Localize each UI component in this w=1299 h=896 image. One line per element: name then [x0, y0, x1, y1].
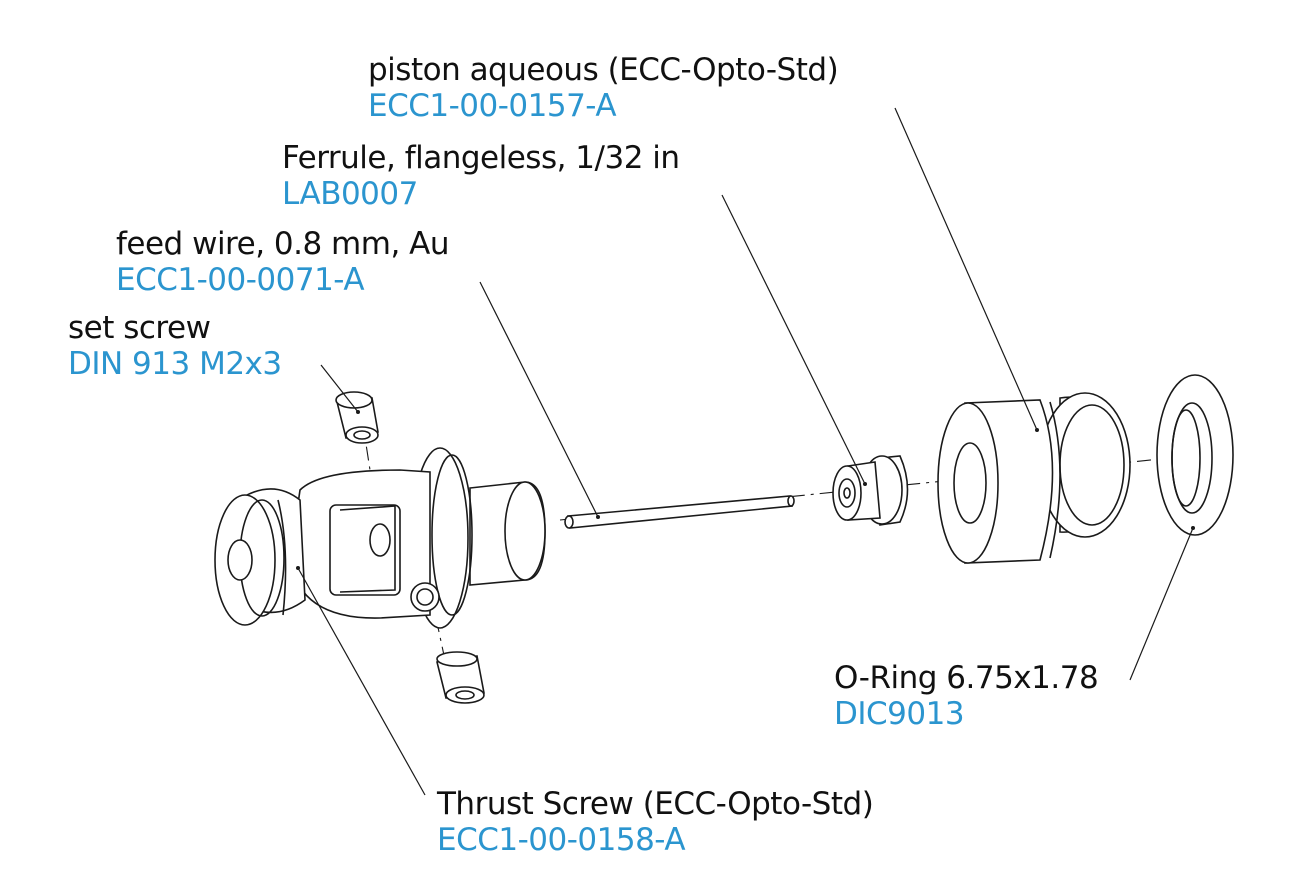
leader-lines [296, 107, 1195, 796]
o-ring-part [1156, 374, 1234, 536]
piston-part [937, 392, 1131, 564]
feed-wire-part [564, 495, 795, 529]
ferrule-part [832, 455, 909, 526]
set-screw-upper [335, 391, 379, 444]
callout-ferrule-name: Ferrule, flangeless, 1/32 in [282, 140, 680, 176]
callout-thrust-screw-part-number: ECC1-00-0158-A [437, 822, 686, 858]
callout-thrust-screw-name: Thrust Screw (ECC-Opto-Std) [437, 786, 874, 822]
callout-piston: piston aqueous (ECC-Opto-Std) ECC1-00-01… [368, 52, 839, 124]
set-screw-lower [436, 651, 485, 704]
callout-thrust-screw: Thrust Screw (ECC-Opto-Std) ECC1-00-0158… [437, 786, 874, 858]
callout-o-ring-part-number: DIC9013 [834, 696, 965, 732]
callout-feed-wire-part-number: ECC1-00-0071-A [116, 262, 365, 298]
callout-set-screw: set screw DIN 913 M2x3 [68, 310, 282, 382]
thrust-screw-part [214, 447, 546, 629]
callout-feed-wire-name: feed wire, 0.8 mm, Au [116, 226, 450, 262]
callout-feed-wire: feed wire, 0.8 mm, Au ECC1-00-0071-A [116, 226, 450, 298]
callout-piston-part-number: ECC1-00-0157-A [368, 88, 617, 124]
callout-set-screw-name: set screw [68, 310, 211, 346]
callout-ferrule-part-number: LAB0007 [282, 176, 418, 212]
callout-ferrule: Ferrule, flangeless, 1/32 in LAB0007 [282, 140, 680, 212]
callout-o-ring-name: O-Ring 6.75x1.78 [834, 660, 1099, 696]
callout-piston-name: piston aqueous (ECC-Opto-Std) [368, 52, 839, 88]
callout-o-ring: O-Ring 6.75x1.78 DIC9013 [834, 660, 1099, 732]
callout-set-screw-part-number: DIN 913 M2x3 [68, 346, 282, 382]
